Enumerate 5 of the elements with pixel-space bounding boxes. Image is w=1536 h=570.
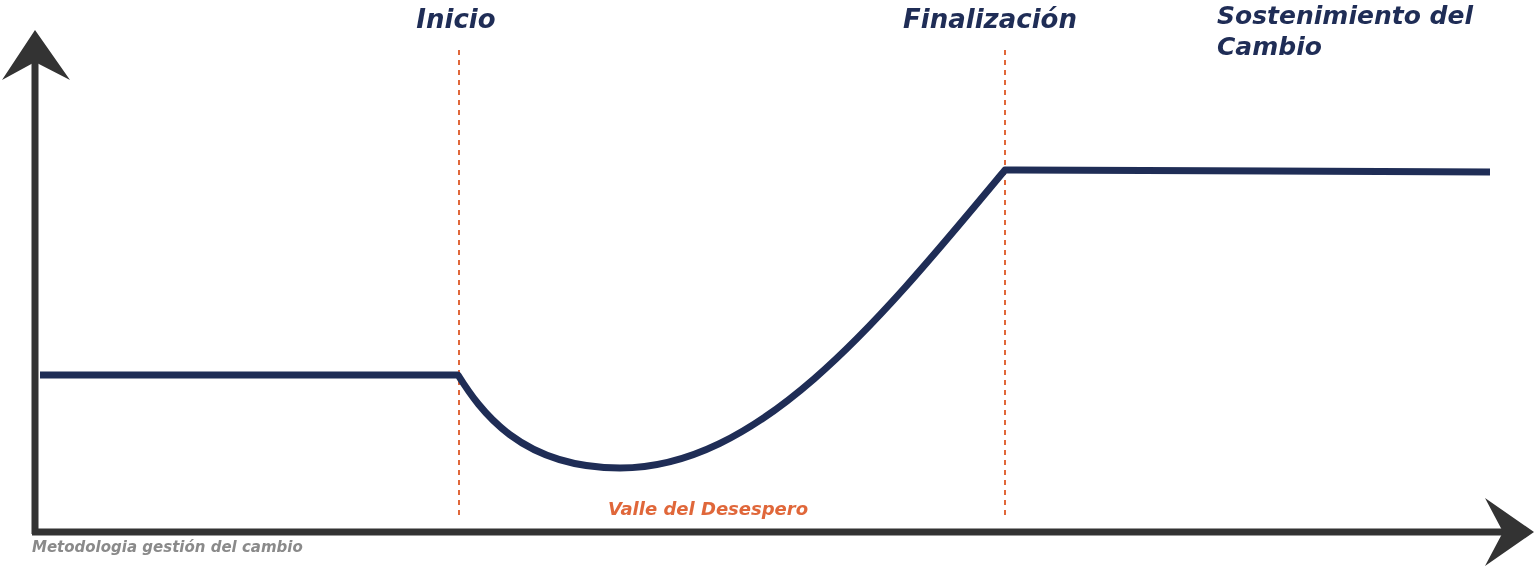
phase-label: Finalización <box>903 4 1077 34</box>
caption: Metodologia gestión del cambio <box>32 538 303 556</box>
region-label: Valle del Desespero <box>607 498 809 519</box>
phase-label: Sostenimiento del Cambio <box>1217 0 1475 63</box>
phase-label: Inicio <box>416 4 496 34</box>
